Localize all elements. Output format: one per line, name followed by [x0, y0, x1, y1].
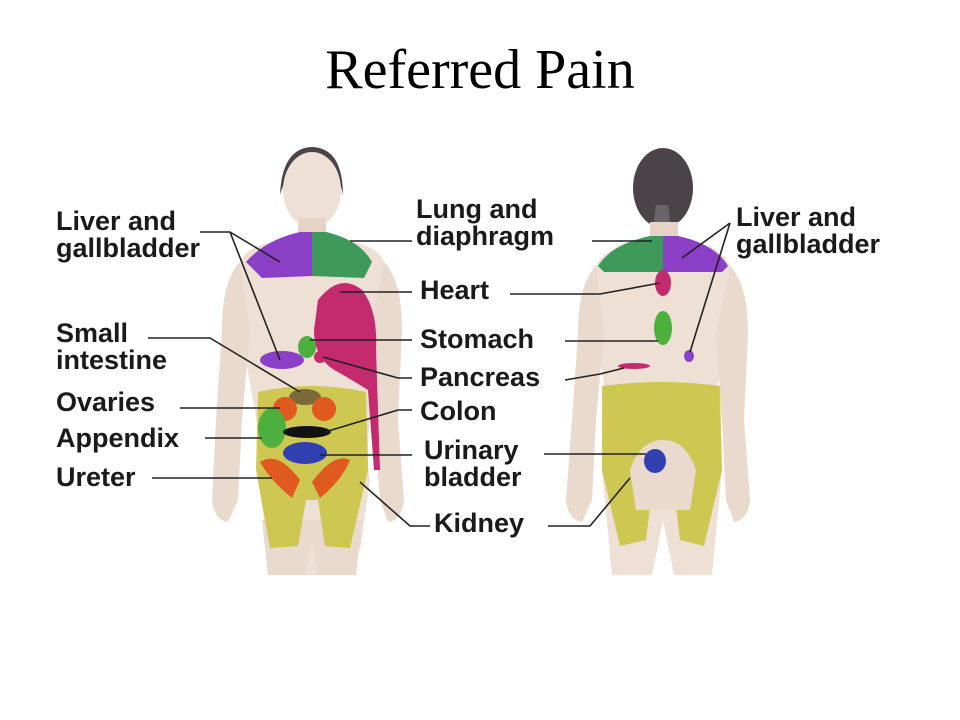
leader-lines	[148, 222, 731, 527]
back-liver-zone	[684, 350, 694, 362]
back-right-arm	[716, 266, 750, 522]
label-appendix: Appendix	[56, 423, 180, 453]
front-face	[283, 152, 341, 228]
front-small-intestine-zone	[289, 389, 321, 405]
front-liver-shoulder-zone	[246, 232, 312, 278]
back-stomach-zone	[654, 311, 672, 345]
back-urinary-bladder-zone	[644, 449, 666, 473]
back-left-arm	[566, 266, 604, 522]
front-urinary-bladder-zone	[283, 442, 327, 464]
leader-kidney-back	[548, 477, 631, 527]
front-pancreas-zone	[314, 351, 326, 363]
leader-front-liver-abdomen	[229, 231, 281, 361]
label-colon: Colon	[420, 396, 497, 426]
label-ovaries: Ovaries	[56, 387, 156, 417]
front-appendix-zone	[258, 408, 286, 448]
back-head	[633, 148, 693, 228]
back-figure	[566, 148, 750, 575]
label-ureter: Ureter	[56, 462, 136, 492]
leader-pancreas-back	[564, 367, 625, 381]
front-heart-zone	[314, 282, 380, 470]
label-lung-diaphragm: Lung and diaphragm	[416, 194, 555, 251]
leader-kidney-front	[359, 481, 430, 527]
leader-small-intestine	[148, 337, 301, 393]
leader-pancreas-front	[322, 356, 412, 379]
back-pancreas-zone	[618, 363, 650, 369]
front-ureter-left	[260, 458, 300, 498]
front-colon-zone	[283, 426, 331, 438]
leader-heart-back	[510, 282, 661, 295]
front-liver-abdomen-zone	[260, 351, 304, 369]
label-stomach: Stomach	[420, 324, 535, 354]
front-stomach-zone	[298, 336, 316, 358]
page-title: Referred Pain	[325, 39, 635, 101]
label-front-liver-gallbladder: Liver and gallbladder	[56, 206, 201, 263]
front-left-arm	[212, 262, 250, 522]
label-heart: Heart	[420, 275, 490, 305]
label-kidney: Kidney	[434, 508, 525, 538]
label-pancreas: Pancreas	[420, 362, 541, 392]
leader-back-liver	[689, 222, 731, 353]
leader-back-liver-shoulder	[681, 222, 731, 259]
leader-colon	[324, 409, 412, 433]
front-figure	[212, 147, 404, 575]
front-lung-shoulder-zone	[312, 232, 372, 278]
back-heart-zone	[655, 270, 671, 296]
label-urinary-bladder: Urinary bladder	[424, 435, 522, 492]
front-ureter-right	[312, 458, 350, 498]
label-back-liver-gallbladder: Liver and gallbladder	[736, 202, 881, 259]
label-small-intestine: Small intestine	[56, 318, 168, 375]
front-ovary-right	[312, 397, 336, 421]
back-liver-shoulder-zone	[663, 236, 728, 272]
back-lung-shoulder-zone	[598, 236, 663, 272]
